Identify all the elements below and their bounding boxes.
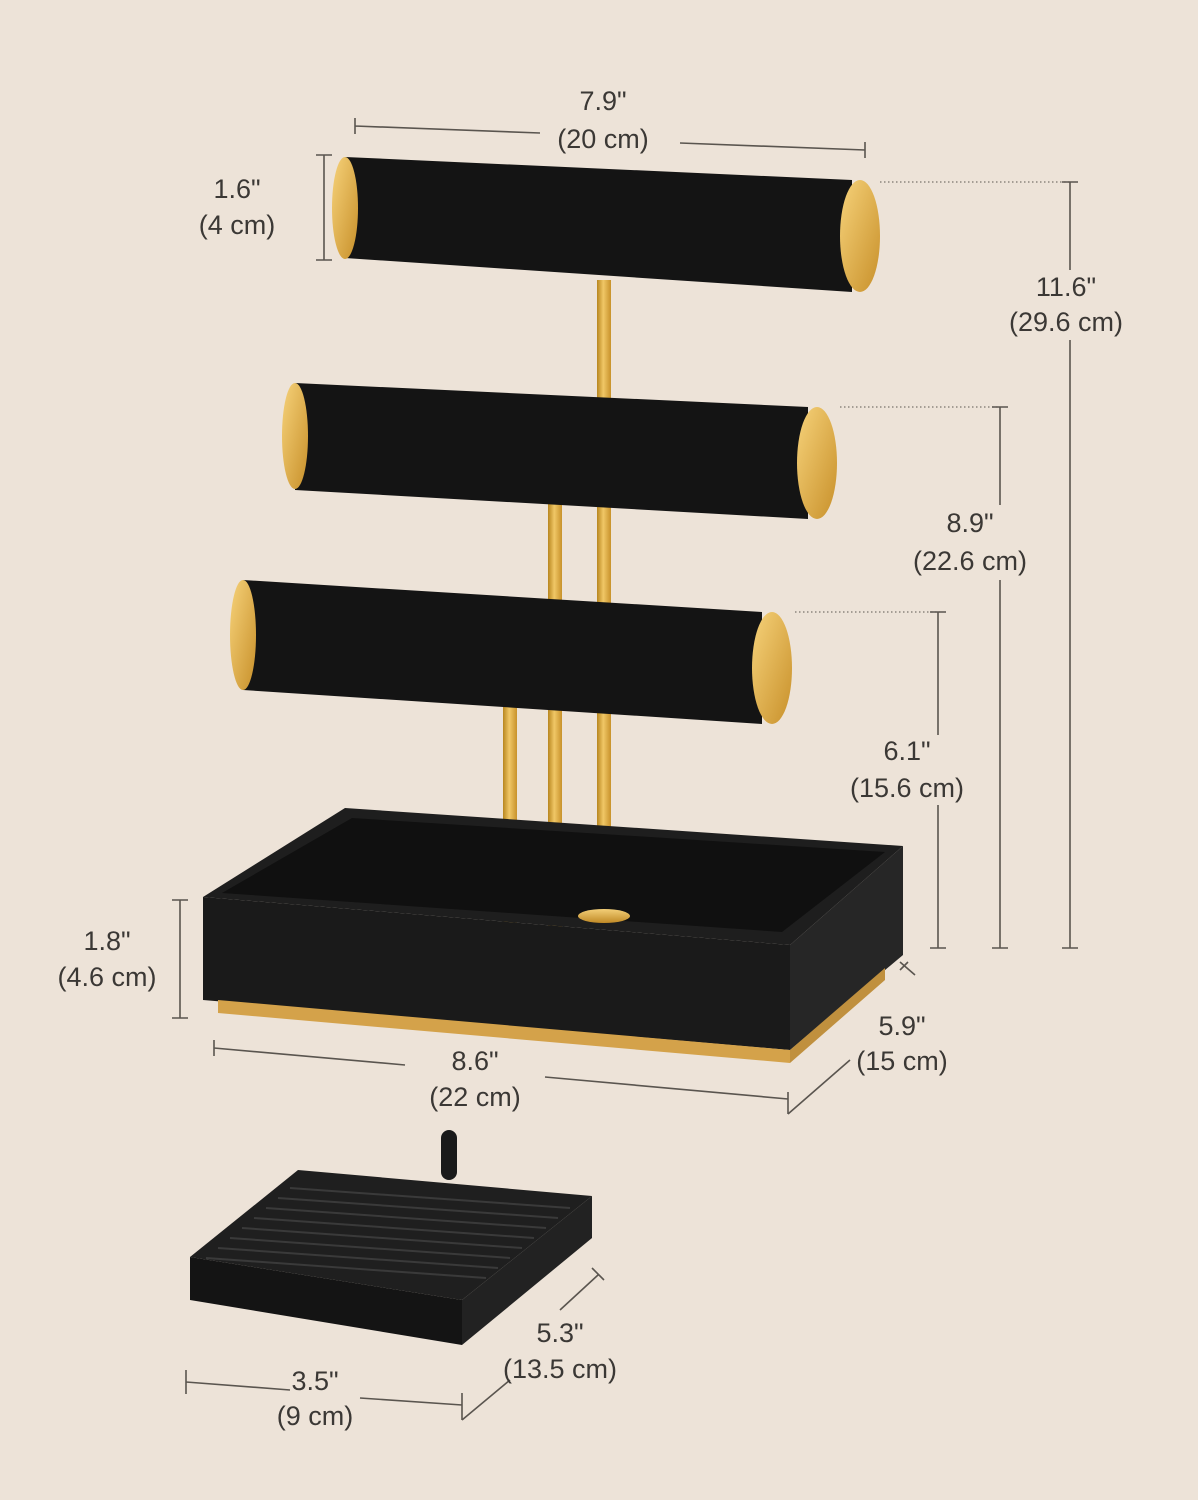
bar-diameter-inch: 1.6"	[213, 174, 260, 204]
top-bar-width-cm: (20 cm)	[557, 124, 649, 154]
ring-tray-width-inch: 3.5"	[291, 1366, 338, 1396]
dimension-lines	[172, 118, 1078, 1421]
ring-tray	[190, 1130, 592, 1345]
dimension-labels: 7.9" (20 cm) 1.6" (4 cm) 11.6" (29.6 cm)…	[57, 86, 1123, 1431]
total-height-inch: 11.6"	[1036, 272, 1096, 302]
tray-depth-inch: 5.9"	[878, 1011, 925, 1041]
tray-depth-cm: (15 cm)	[856, 1046, 948, 1076]
bottom-bar	[230, 580, 792, 724]
total-height-cm: (29.6 cm)	[1009, 307, 1123, 337]
bar-diameter-cm: (4 cm)	[199, 210, 276, 240]
top-bar	[332, 157, 880, 292]
middle-bar	[282, 383, 837, 519]
tray-height-inch: 1.8"	[83, 926, 130, 956]
jewelry-tray	[203, 808, 903, 1063]
ring-tray-width-cm: (9 cm)	[277, 1401, 354, 1431]
tray-width-cm: (22 cm)	[429, 1082, 521, 1112]
tray-width-inch: 8.6"	[451, 1046, 498, 1076]
ring-tray-depth-inch: 5.3"	[536, 1318, 583, 1348]
top-bar-width-inch: 7.9"	[579, 86, 626, 116]
middle-bar-height-cm: (22.6 cm)	[913, 546, 1027, 576]
ring-tray-depth-cm: (13.5 cm)	[503, 1354, 617, 1384]
tray-height-cm: (4.6 cm)	[57, 962, 156, 992]
bottom-bar-height-inch: 6.1"	[883, 736, 930, 766]
middle-bar-height-inch: 8.9"	[946, 508, 993, 538]
bottom-bar-height-cm: (15.6 cm)	[850, 773, 964, 803]
